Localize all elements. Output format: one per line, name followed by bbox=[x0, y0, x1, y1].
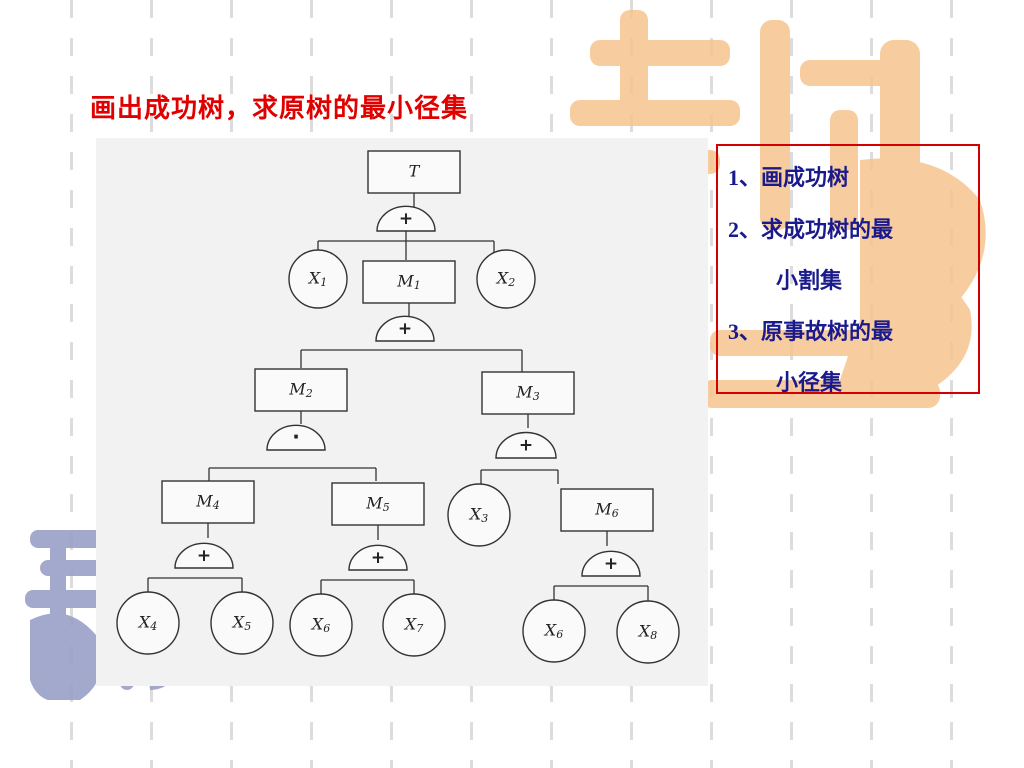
basic-event-x1: X1 bbox=[288, 249, 348, 309]
gate-or-g_m4: + bbox=[174, 542, 234, 569]
gate-symbol: + bbox=[371, 548, 385, 568]
gate-or-g_t: + bbox=[376, 205, 436, 232]
event-box-t: T bbox=[367, 150, 461, 194]
event-box-m6: M6 bbox=[560, 488, 654, 532]
gate-symbol: + bbox=[399, 209, 413, 229]
basic-event-x6a: X6 bbox=[289, 593, 353, 657]
gate-symbol: + bbox=[197, 546, 211, 566]
gate-symbol: · bbox=[292, 424, 300, 448]
steps-box: 1、画成功树 2、求成功树的最 小割集 3、原事故树的最 小径集 bbox=[716, 144, 980, 396]
event-box-m2: M2 bbox=[254, 368, 348, 412]
gate-symbol: + bbox=[604, 554, 618, 574]
gate-or-g_m6: + bbox=[581, 550, 641, 577]
basic-event-x8: X8 bbox=[616, 600, 680, 664]
basic-event-x7: X7 bbox=[382, 593, 446, 657]
fault-tree-diagram: T + X1 M1 X2 + M2 · M3 + X3 M6 M4 + X4 X5 M5 + X6 X7 + X6 X8 bbox=[116, 150, 680, 664]
gate-or-g_m5: + bbox=[348, 544, 408, 571]
gate-symbol: + bbox=[398, 319, 412, 339]
step-item: 3、原事故树的最 小径集 bbox=[728, 319, 894, 396]
step-item: 2、求成功树的最 小割集 bbox=[728, 217, 894, 294]
basic-event-x6b: X6 bbox=[522, 599, 586, 663]
basic-event-x2: X2 bbox=[476, 249, 536, 309]
gate-or-g_m3: + bbox=[495, 431, 557, 459]
basic-event-x3: X3 bbox=[447, 483, 511, 547]
gate-symbol: + bbox=[519, 435, 533, 455]
event-label: T bbox=[409, 162, 421, 181]
event-box-m4: M4 bbox=[161, 480, 255, 524]
basic-event-x4: X4 bbox=[116, 591, 180, 655]
gate-and-g_m2: · bbox=[266, 424, 326, 451]
event-box-m1: M1 bbox=[362, 260, 456, 304]
event-box-m5: M5 bbox=[331, 482, 425, 526]
basic-event-x5: X5 bbox=[210, 591, 274, 655]
fault-tree-figure: T + X1 M1 X2 + M2 · M3 + X3 M6 M4 + X4 X5 M5 + X6 X7 + X6 X8 bbox=[96, 138, 708, 686]
gate-or-g_m1: + bbox=[375, 315, 435, 342]
slide-title: 画出成功树，求原树的最小径集 bbox=[90, 94, 469, 124]
step-item: 1、画成功树 bbox=[728, 165, 850, 191]
event-box-m3: M3 bbox=[481, 371, 575, 415]
